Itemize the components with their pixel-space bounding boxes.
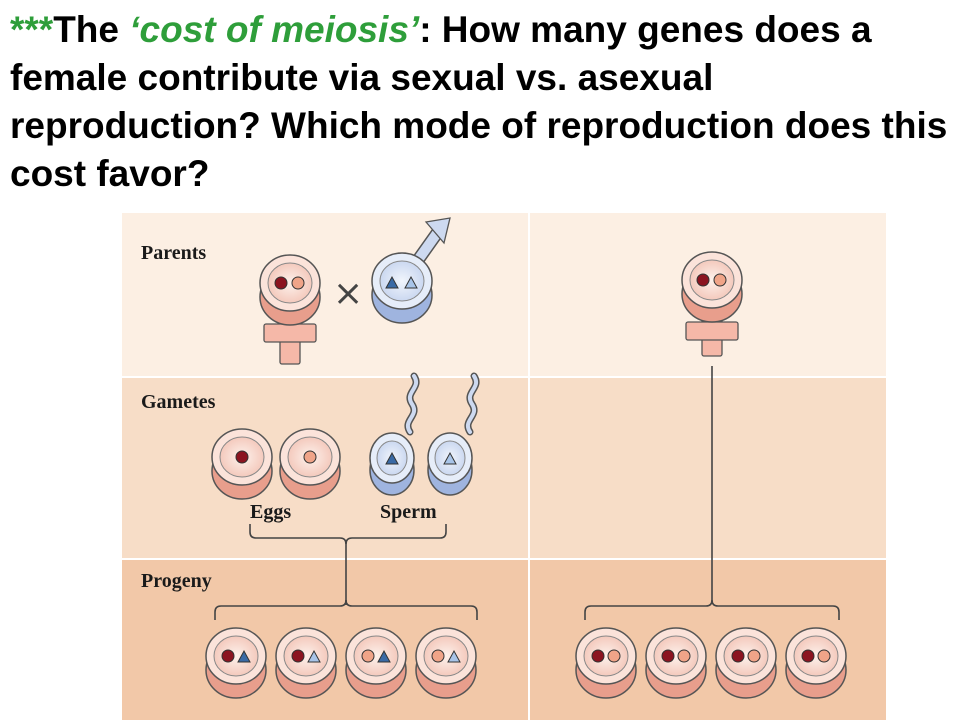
asexual-connector	[584, 366, 840, 620]
female-parent-asexual	[681, 251, 743, 357]
progeny-bracket-sexual	[214, 599, 478, 620]
progeny-asexual-2	[645, 627, 707, 699]
gametes-bracket	[249, 524, 447, 605]
egg-light	[279, 428, 341, 500]
female-parent-sexual	[259, 254, 321, 365]
sperm-label: Sperm	[380, 501, 437, 523]
sperm-light	[427, 372, 480, 496]
row-gametes-bg-right	[530, 378, 886, 558]
progeny-asexual-1	[575, 627, 637, 699]
sperm-dark	[369, 372, 420, 496]
row-label-gametes: Gametes	[141, 391, 216, 413]
male-parent	[371, 217, 451, 324]
row-label-progeny: Progeny	[141, 570, 212, 592]
progeny-sexual-4	[415, 627, 477, 699]
cross-symbol: ×	[333, 273, 363, 314]
progeny-asexual-3	[715, 627, 777, 699]
title-stars: ***	[10, 9, 54, 50]
eggs-label: Eggs	[250, 501, 291, 523]
title-emphasis: ‘cost of meiosis’	[129, 9, 420, 50]
progeny-sexual-2	[275, 627, 337, 699]
progeny-asexual-4	[785, 627, 847, 699]
slide-title: ***The ‘cost of meiosis’: How many genes…	[10, 6, 950, 198]
row-label-parents: Parents	[141, 242, 206, 264]
progeny-sexual-1	[205, 627, 267, 699]
title-prefix: The	[53, 9, 130, 50]
title-question: : How many genes does a female contribut…	[10, 9, 948, 194]
progeny-sexual-3	[345, 627, 407, 699]
egg-dark	[211, 428, 273, 500]
row-parents-bg	[122, 213, 528, 376]
